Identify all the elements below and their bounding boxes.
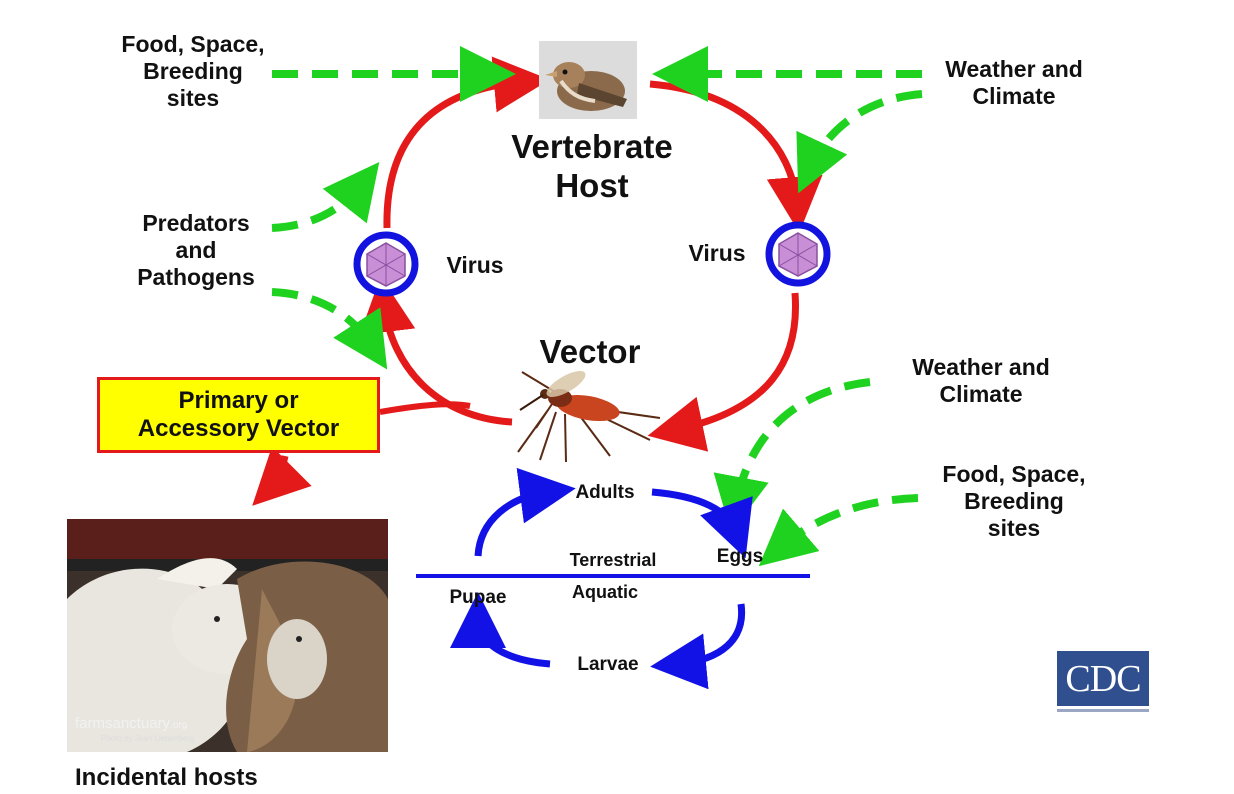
food-space-right-line-2: Breeding — [918, 488, 1110, 515]
food-space-left-line-1: Food, Space, — [98, 31, 288, 58]
arrow-food-to-eggs — [780, 498, 918, 548]
arrow-pupae-to-adults — [478, 492, 548, 556]
life-stage-eggs: Eggs — [700, 546, 780, 568]
vertebrate-host-line-2: Host — [480, 167, 704, 206]
arrow-weather-to-virus — [810, 94, 922, 168]
aquatic-label: Aquatic — [550, 582, 660, 603]
watermark-name: farmsanctuary — [75, 715, 170, 732]
photo-watermark: farmsanctuary.org — [75, 715, 187, 732]
vertebrate-host-label: Vertebrate Host — [480, 128, 704, 206]
food-space-left-line-3: sites — [98, 85, 288, 112]
predators-line-1: Predators — [116, 210, 276, 237]
virus-left-label: Virus — [430, 252, 520, 279]
bird-photo — [539, 41, 637, 119]
food-space-left-line-2: Breeding — [98, 58, 288, 85]
predators-line-2: and — [116, 237, 276, 264]
factor-food-space-right: Food, Space, Breeding sites — [918, 461, 1110, 542]
life-stage-larvae: Larvae — [556, 654, 660, 676]
food-space-right-line-3: sites — [918, 515, 1110, 542]
photo-credit: Photo by Jean Liebenberg — [101, 734, 194, 743]
weather-top-line-2: Climate — [922, 83, 1106, 110]
weather-mid-line-1: Weather and — [888, 354, 1074, 381]
predators-line-3: Pathogens — [116, 264, 276, 291]
food-space-right-line-1: Food, Space, — [918, 461, 1110, 488]
weather-top-line-1: Weather and — [922, 56, 1106, 83]
virus-right-label: Virus — [672, 240, 762, 267]
factor-weather-mid-right: Weather and Climate — [888, 354, 1074, 408]
cdc-logo-underline — [1057, 709, 1149, 712]
virus-right-icon — [769, 225, 827, 283]
watermark-suffix: .org — [170, 720, 187, 731]
life-stage-pupae: Pupae — [430, 587, 526, 609]
life-stage-adults: Adults — [555, 482, 655, 504]
mosquito-icon — [518, 366, 660, 462]
arrow-pathogens-to-vector — [272, 292, 372, 346]
arrow-weather-to-eggs — [736, 382, 870, 505]
vector-label: Vector — [520, 333, 660, 372]
cdc-logo: CDC — [1057, 651, 1149, 706]
weather-mid-line-2: Climate — [888, 381, 1074, 408]
virus-left-icon — [357, 235, 415, 293]
arrow-virus-to-vector — [675, 293, 796, 430]
terrestrial-label: Terrestrial — [548, 550, 678, 571]
primary-accessory-vector-callout: Primary or Accessory Vector — [97, 377, 380, 453]
callout-line-2: Accessory Vector — [138, 415, 339, 443]
factor-food-space-left: Food, Space, Breeding sites — [98, 31, 288, 112]
vertebrate-host-line-1: Vertebrate — [480, 128, 704, 167]
incidental-hosts-photo: farmsanctuary.org Photo by Jean Liebenbe… — [67, 519, 388, 752]
incidental-hosts-caption: Incidental hosts — [75, 764, 258, 792]
factor-weather-top-right: Weather and Climate — [922, 56, 1106, 110]
arrow-larvae-to-pupae — [478, 620, 550, 664]
factor-predators-pathogens: Predators and Pathogens — [116, 210, 276, 291]
arrow-adults-to-eggs — [652, 492, 736, 532]
arrow-callout-to-incidental — [272, 456, 285, 486]
arrow-predators-to-virus-top — [272, 184, 362, 228]
arrow-eggs-to-larvae — [678, 604, 742, 664]
callout-line-1: Primary or — [178, 387, 298, 415]
